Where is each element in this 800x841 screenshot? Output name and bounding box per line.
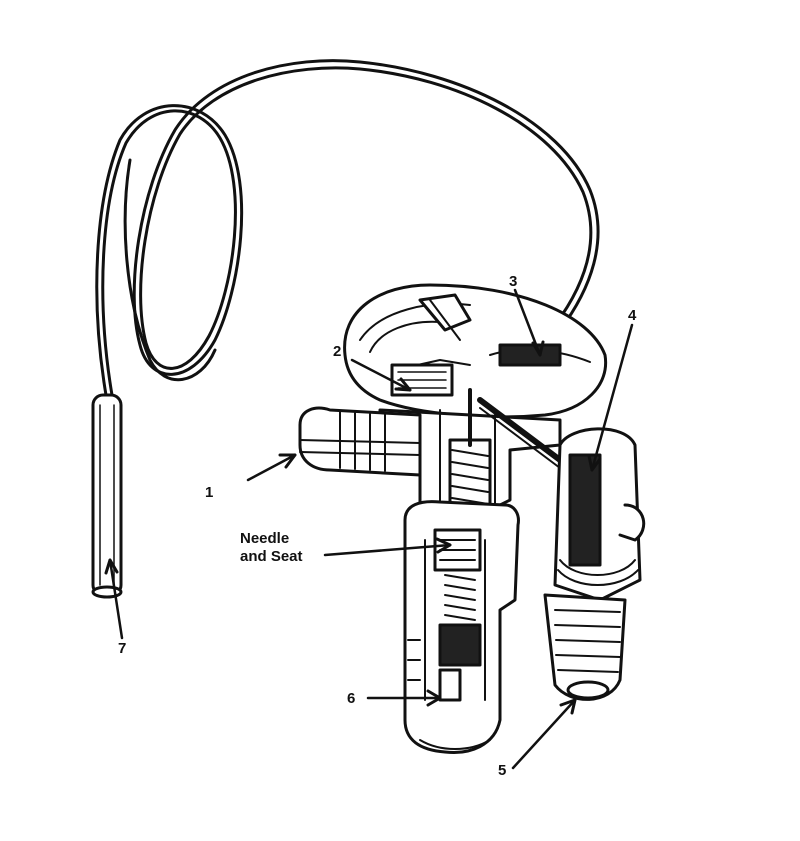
label-needle-line2: and Seat <box>240 548 303 565</box>
inlet-fitting <box>298 406 422 477</box>
label-2: 2 <box>333 343 342 360</box>
leader-lines <box>104 288 634 770</box>
capillary-tube <box>95 59 600 397</box>
sensing-bulb <box>91 393 123 599</box>
label-3: 3 <box>509 273 518 290</box>
arrowhead-3 <box>531 340 545 357</box>
arrowhead-4 <box>587 454 602 472</box>
label-needle-line1: Needle <box>240 530 290 547</box>
outlet-fitting <box>543 427 646 701</box>
label-5: 5 <box>498 762 507 779</box>
leader-needle <box>323 543 452 557</box>
leader-3 <box>513 288 542 357</box>
arrowhead-1 <box>278 453 297 469</box>
leader-4 <box>590 323 634 472</box>
label-6: 6 <box>347 690 356 707</box>
label-4: 4 <box>628 307 637 324</box>
arrowhead-5 <box>559 698 577 715</box>
leader-1 <box>246 453 297 482</box>
arrowhead-2 <box>394 377 412 392</box>
leader-5 <box>511 698 577 770</box>
diaphragm-housing <box>343 283 608 419</box>
label-1: 1 <box>205 484 214 501</box>
arrowhead-7 <box>104 558 119 575</box>
label-needle-and-seat: Needle and Seat <box>240 530 303 566</box>
leader-2 <box>350 358 412 392</box>
leader-7 <box>108 558 124 640</box>
arrowhead-needle <box>435 537 452 554</box>
arrowhead-6 <box>426 689 442 707</box>
adjusting-housing <box>403 500 520 755</box>
label-7: 7 <box>118 640 127 657</box>
